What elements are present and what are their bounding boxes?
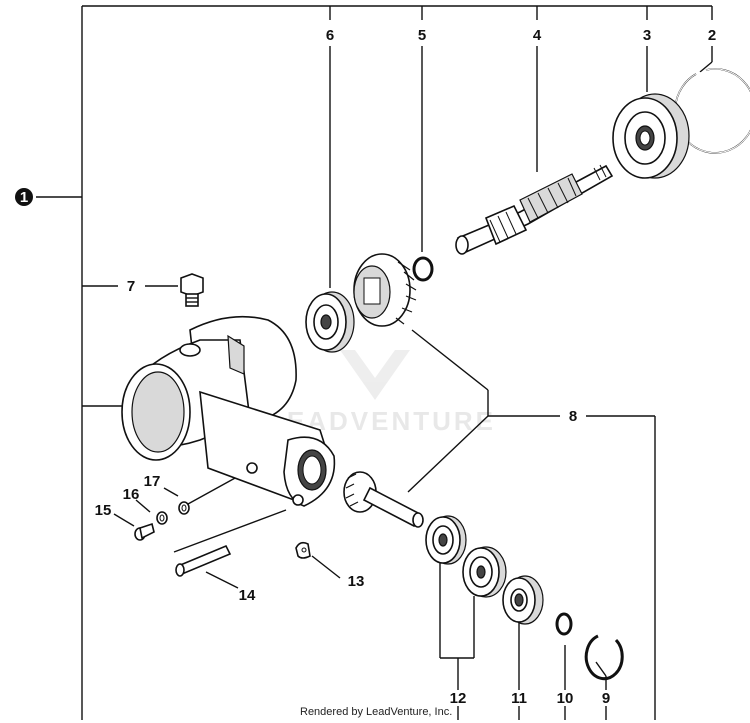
callout-labels: 1 2 3 4 5 6 7 8 9 10 11 12 13 14 15 16 1… [15,27,716,707]
bolt-part-7 [180,273,204,307]
snap-ring-part-9 [584,634,624,681]
bevel-gear-top [353,253,417,327]
washer-part-17 [178,501,190,515]
callout-7: 7 [127,278,135,295]
ring-part-5 [412,256,434,282]
callout-9: 9 [602,690,610,707]
gear-case-housing [121,315,336,507]
callout-2: 2 [708,27,716,44]
shaft-part-4 [455,164,614,255]
callout-3: 3 [643,27,651,44]
render-credit: Rendered by LeadVenture, Inc. [300,706,453,718]
bearing-part-12a [425,515,467,565]
leader-lines [36,5,713,720]
callout-1: 1 [20,189,28,206]
bearing-part-6 [305,291,355,353]
ring-part-10 [555,612,573,636]
screw-part-15 [134,522,155,541]
callout-14: 14 [239,587,256,604]
snap-ring-part-2 [674,68,750,154]
callout-11: 11 [511,690,527,707]
callout-16: 16 [123,486,140,503]
pinion-gear-part-8 [343,471,424,528]
callout-4: 4 [533,27,542,44]
screw-part-14 [175,544,232,577]
bearing-part-12b [462,546,507,598]
bearing-part-3 [612,93,690,179]
callout-12: 12 [450,690,467,707]
washer-part-13 [295,541,311,559]
bearing-part-11 [502,575,544,625]
callout-17: 17 [144,473,161,490]
callout-6: 6 [326,27,334,44]
callout-15: 15 [95,502,112,519]
callout-8: 8 [569,408,577,425]
callout-5: 5 [418,27,426,44]
callout-1-badge [15,188,33,206]
watermark-logo: LEADVENTURE [268,350,493,436]
washer-part-16 [156,511,168,525]
callout-13: 13 [348,573,365,590]
callout-10: 10 [557,690,574,707]
